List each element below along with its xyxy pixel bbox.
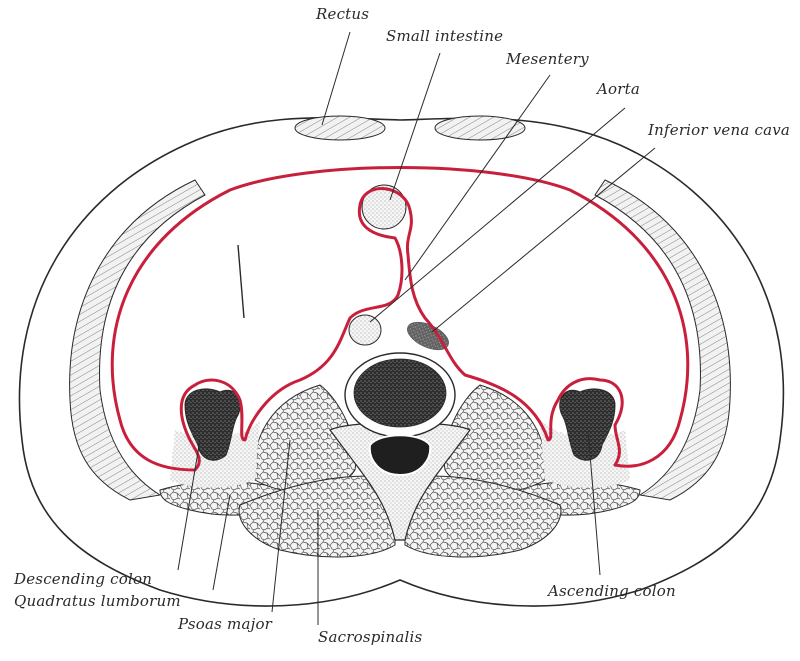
label-quadratus-lumborum: Quadratus lumborum: [14, 592, 181, 610]
small-intestine: [361, 184, 407, 230]
label-psoas-major: Psoas major: [178, 615, 273, 633]
aorta: [348, 314, 382, 346]
leader-descending-colon: [177, 439, 201, 571]
left-abdominal-wall-muscles: [69, 179, 206, 501]
sacrospinalis-right: [404, 475, 562, 558]
label-inferior-vena-cava: Inferior vena cava: [648, 121, 791, 139]
cavity-pointer-mark: [237, 244, 245, 319]
leader-small-intestine: [389, 52, 441, 201]
ascending-colon: [559, 388, 616, 461]
peritoneum-line: [110, 166, 690, 472]
leader-psoas-major: [271, 439, 291, 613]
leader-rectus: [321, 31, 351, 126]
label-mesentery: Mesentery: [506, 50, 589, 68]
sacrospinalis-left: [238, 475, 396, 558]
leader-quadratus-lumborum: [212, 494, 231, 591]
spinal-canal: [368, 434, 432, 477]
label-aorta: Aorta: [597, 80, 641, 98]
label-small-intestine: Small intestine: [386, 27, 504, 45]
leader-ivc: [431, 147, 656, 333]
leader-aorta: [369, 107, 626, 323]
leader-mesentery: [404, 74, 551, 281]
leader-lines: [177, 31, 656, 625]
label-sacrospinalis: Sacrospinalis: [318, 628, 423, 646]
label-rectus: Rectus: [316, 5, 370, 23]
label-descending-colon: Descending colon: [14, 570, 153, 588]
label-ascending-colon: Ascending colon: [548, 582, 676, 600]
leader-ascending-colon: [587, 429, 601, 576]
vertebral-body-cancellous: [353, 358, 447, 428]
descending-colon: [184, 388, 241, 461]
rectus-left: [294, 115, 386, 141]
rectus-right: [434, 115, 526, 141]
right-abdominal-wall-muscles: [594, 179, 731, 501]
